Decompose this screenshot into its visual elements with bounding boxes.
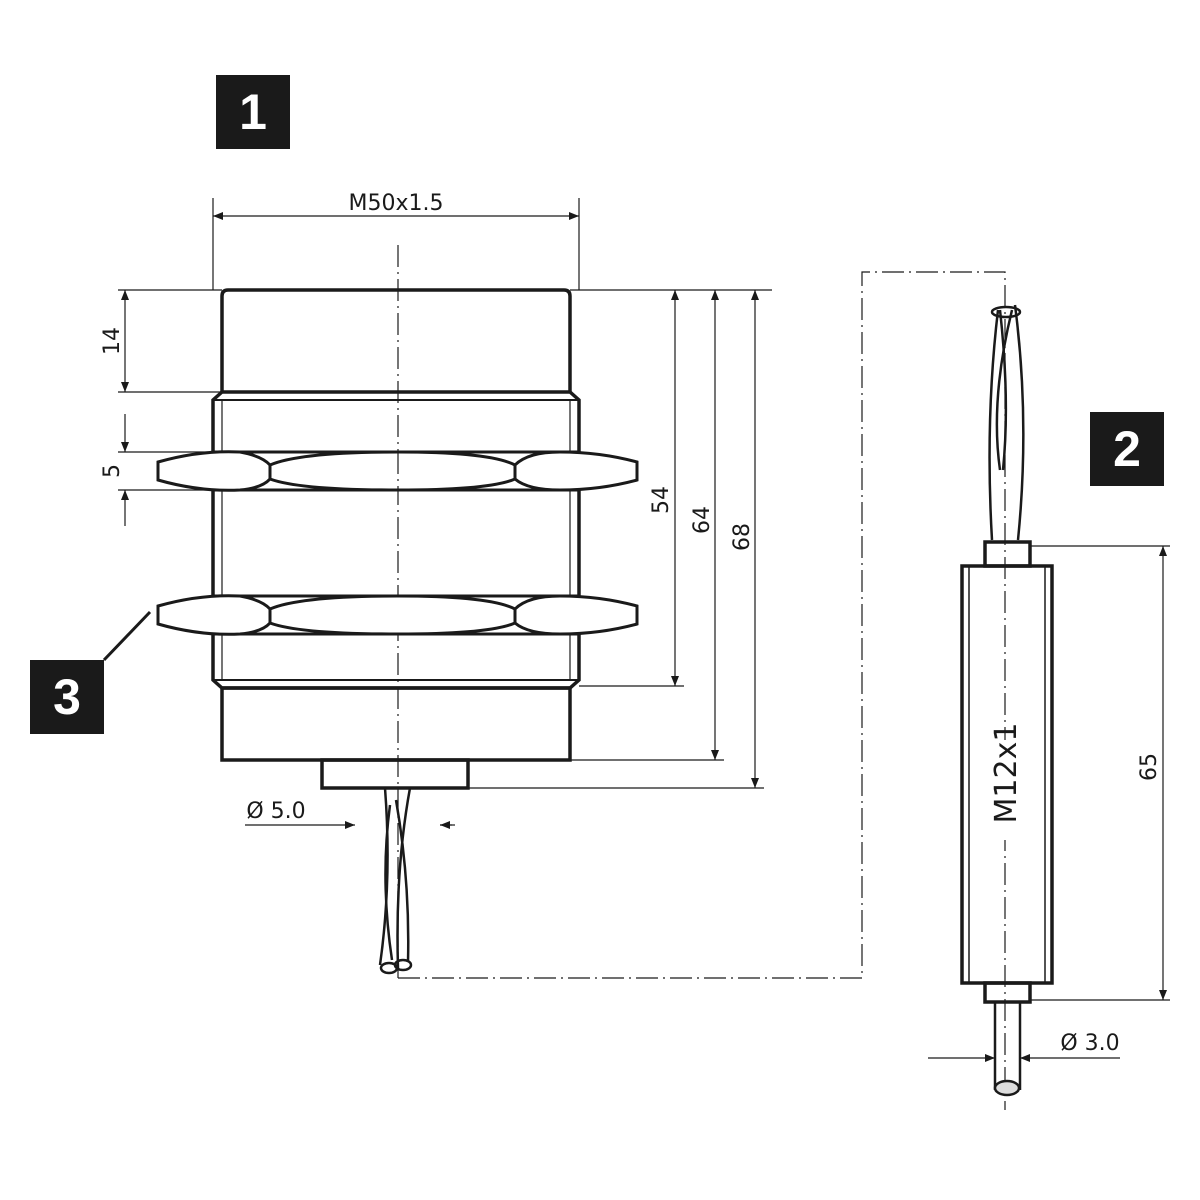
dim-connector-thread: M12x1 <box>989 723 1024 824</box>
sensor-cable <box>378 787 413 975</box>
nut-upper <box>156 450 639 492</box>
item-label-2: 2 <box>1090 412 1164 486</box>
sensor-body <box>211 288 581 790</box>
item-label-1: 1 <box>216 75 290 149</box>
dim-connector-cable-diameter: Ø 3.0 <box>1060 1031 1119 1056</box>
dim-connector-length: 65 <box>1137 753 1162 781</box>
dim-thread-main: M50x1.5 <box>349 191 444 216</box>
dimension-lines-connector <box>928 545 1170 1062</box>
item-label-3: 3 <box>30 660 104 734</box>
dim-cable-diameter: Ø 5.0 <box>246 799 305 824</box>
dim-total-length: 68 <box>730 523 755 551</box>
dim-body-length: 64 <box>690 506 715 534</box>
connection-line <box>398 271 1006 1110</box>
connector-body <box>960 540 1054 1004</box>
dimension-lines-sensor <box>118 198 772 829</box>
dim-nut-thickness: 5 <box>100 464 125 478</box>
dim-front-cap: 14 <box>100 327 125 355</box>
dim-thread-length: 54 <box>649 486 674 514</box>
leader-item3 <box>102 610 152 662</box>
nut-lower <box>156 594 639 636</box>
connector-cable <box>988 304 1025 1097</box>
